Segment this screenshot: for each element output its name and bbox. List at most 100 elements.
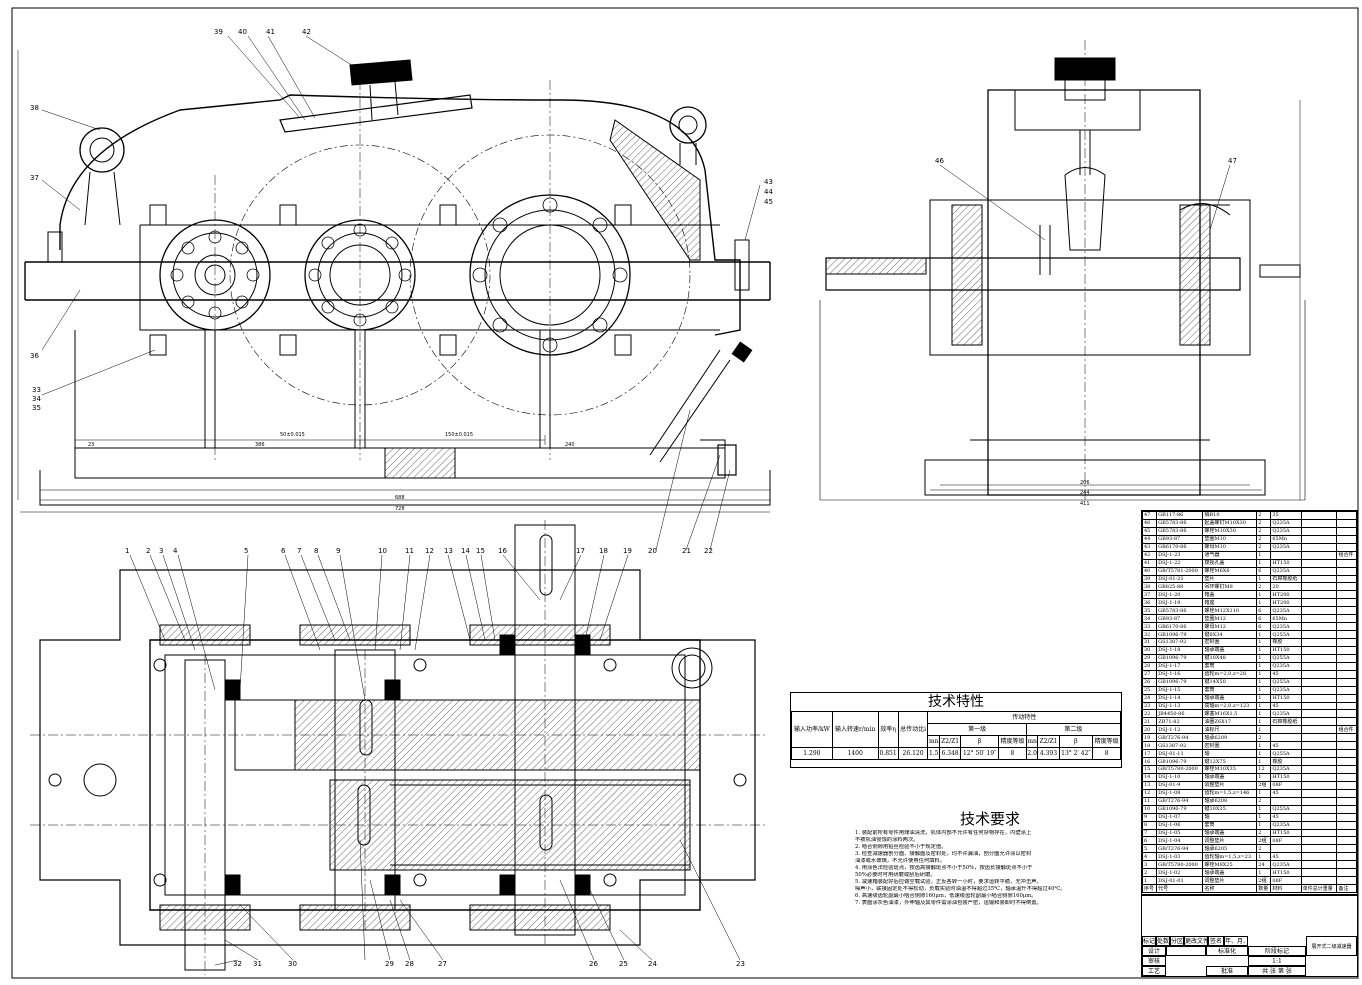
bom-cell-weight — [1300, 638, 1338, 647]
bom-cell-material: Q235A — [1270, 661, 1302, 671]
bom-cell-material — [1270, 733, 1302, 743]
dim-d8: 206 — [1080, 480, 1090, 486]
bom-cell-note — [1336, 645, 1357, 655]
bom-cell-note — [1336, 876, 1357, 886]
label-1: 1 — [125, 547, 129, 555]
label-45: 45 — [764, 198, 773, 206]
bom-cell-code: DSJ-1-10 — [1156, 772, 1204, 782]
val-s1-beta: 12° 50′ 19″ — [960, 747, 1000, 760]
label-40: 40 — [238, 28, 247, 36]
bom-cell-seq: 34 — [1141, 614, 1158, 624]
bom-cell-weight — [1300, 868, 1338, 878]
tb-review: 审核 — [1142, 956, 1166, 966]
bom-cell-note — [1336, 796, 1357, 806]
label-16: 16 — [498, 547, 507, 555]
col-total-ratio: 总传动比i — [897, 711, 929, 748]
bom-cell-name: 齿轮轴m=1,5,z=23 — [1202, 852, 1258, 862]
tech-characteristics-table: 技术特性 输入功率/kW 输入转速r/min 效率η 总传动比i 传动特性 第一… — [790, 692, 1122, 768]
label-20: 20 — [648, 547, 657, 555]
bom-cell-name: 螺栓M6X6 — [1202, 566, 1258, 576]
bom-cell-material: Q235A — [1270, 518, 1302, 528]
bom-cell-weight — [1300, 582, 1338, 592]
requirement-line: 5. 减速箱装配好后应做空载试验，正反各转一小时，要求运转平稳，无冲击声， — [855, 879, 1042, 885]
bom-cell-weight — [1300, 876, 1338, 886]
bom-cell-seq: 3 — [1141, 860, 1158, 870]
bom-cell-weight — [1300, 511, 1338, 520]
bom-cell-code: GB/T276-94 — [1156, 796, 1204, 806]
bom-cell-qty: 1 — [1256, 685, 1272, 695]
bom-header-name: 名称 — [1202, 884, 1258, 893]
bom-cell-name: 油标尺 — [1202, 725, 1258, 735]
bom-cell-code: DSJ-1-15 — [1156, 685, 1204, 695]
bom-cell-qty: 1 — [1256, 630, 1272, 639]
bom-cell-weight — [1300, 630, 1338, 639]
bom-cell-name: 密封圈 — [1202, 638, 1258, 647]
bom-cell-seq: 21 — [1141, 717, 1158, 727]
bom-cell-name: 套筒 — [1202, 820, 1258, 830]
dim-d7: 23 — [88, 442, 94, 448]
bom-cell-qty: 2 — [1256, 511, 1272, 520]
bom-cell-qty: 1 — [1256, 725, 1272, 735]
bom-cell-qty: 1 — [1256, 669, 1272, 679]
bom-cell-code: DSJ-1-13 — [1156, 701, 1204, 711]
bom-cell-seq: 45 — [1141, 526, 1158, 536]
bom-cell-note — [1336, 788, 1357, 798]
bom-cell-weight — [1300, 693, 1338, 703]
bom-cell-code: GB/T276-94 — [1156, 844, 1204, 854]
bom-cell-qty: 2 — [1256, 582, 1272, 592]
s2-col-z: Z2/Z1 — [1037, 735, 1060, 748]
bom-cell-qty: 6 — [1256, 566, 1272, 576]
bom-cell-weight — [1300, 677, 1338, 687]
bom-cell-note: 组合件 — [1336, 550, 1357, 560]
tb-standardize: 标准化 — [1206, 946, 1248, 956]
label-5: 5 — [244, 547, 248, 555]
bom-cell-code: DSJ-1-17 — [1156, 661, 1204, 671]
label-28: 28 — [405, 960, 414, 968]
bom-cell-note — [1336, 868, 1357, 878]
bom-cell-qty: 12 — [1256, 765, 1272, 774]
stage2-label: 第二级 — [1025, 723, 1122, 736]
label-6: 6 — [281, 547, 286, 555]
bom-cell-qty: 1 — [1256, 701, 1272, 711]
label-38: 38 — [30, 104, 39, 112]
bom-cell-name: 轴 — [1202, 812, 1258, 822]
bom-cell-material: Q255A — [1270, 677, 1302, 687]
bom-cell-name: 键14X50 — [1202, 677, 1258, 687]
val-efficiency: 0.851 — [877, 747, 899, 760]
bom-cell-name: 垫圈M12 — [1202, 614, 1258, 624]
bom-cell-seq: 44 — [1141, 534, 1158, 544]
label-32: 32 — [233, 960, 242, 968]
label-43: 43 — [764, 178, 773, 186]
requirement-line: 噪声小，联接固定处不得松动，负载实验时油温不得超过35℃，轴承温升不得超过40℃… — [855, 886, 1066, 892]
label-18: 18 — [599, 547, 608, 555]
bom-cell-code: JB4450-86 — [1156, 709, 1204, 719]
bom-cell-seq: 20 — [1141, 725, 1158, 735]
bom-cell-name: 螺塞M16X1,5 — [1202, 709, 1258, 719]
bom-cell-name: 轴 — [1202, 749, 1258, 759]
bom-cell-code: GB5783-86 — [1156, 518, 1204, 528]
bom-cell-code: GB1096-79 — [1156, 653, 1204, 663]
bom-cell-seq: 17 — [1141, 749, 1158, 759]
bom-cell-name: 套筒 — [1202, 685, 1258, 695]
bom-cell-qty: 1 — [1256, 717, 1272, 727]
tb-change-doc: 更改文件号 — [1184, 936, 1208, 946]
bom-cell-seq: 12 — [1141, 788, 1158, 798]
bom-cell-material: HT150 — [1270, 828, 1302, 838]
bom-cell-name: 轴承6208 — [1202, 796, 1258, 806]
bom-cell-name: 轴承6209 — [1202, 733, 1258, 743]
bom-cell-material: 45 — [1270, 812, 1302, 822]
bom-cell-seq: 8 — [1141, 820, 1158, 830]
dim-d5: 728 — [395, 506, 405, 512]
bom-cell-code: GB825-88 — [1156, 582, 1204, 592]
dim-d9: 244 — [1080, 490, 1090, 496]
